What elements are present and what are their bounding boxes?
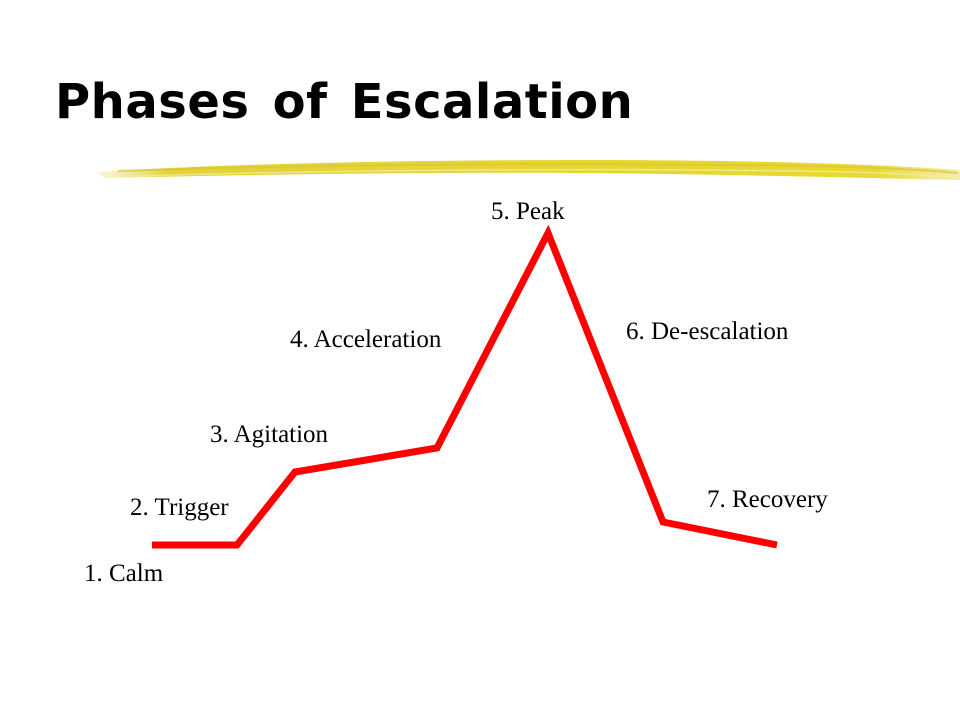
phase-label-de-escalation: 6. De-escalation: [626, 318, 789, 345]
phase-label-calm: 1. Calm: [84, 560, 164, 587]
phase-label-peak: 5. Peak: [491, 198, 565, 225]
escalation-curve: [152, 224, 778, 549]
phase-label-recovery: 7. Recovery: [707, 486, 828, 513]
phase-label-trigger: 2. Trigger: [130, 494, 229, 521]
phase-label-agitation: 3. Agitation: [210, 421, 329, 448]
title-underline-brush: [98, 160, 960, 180]
slide-title: Phases of Escalation: [55, 74, 634, 130]
phase-label-acceleration: 4. Acceleration: [290, 326, 442, 353]
